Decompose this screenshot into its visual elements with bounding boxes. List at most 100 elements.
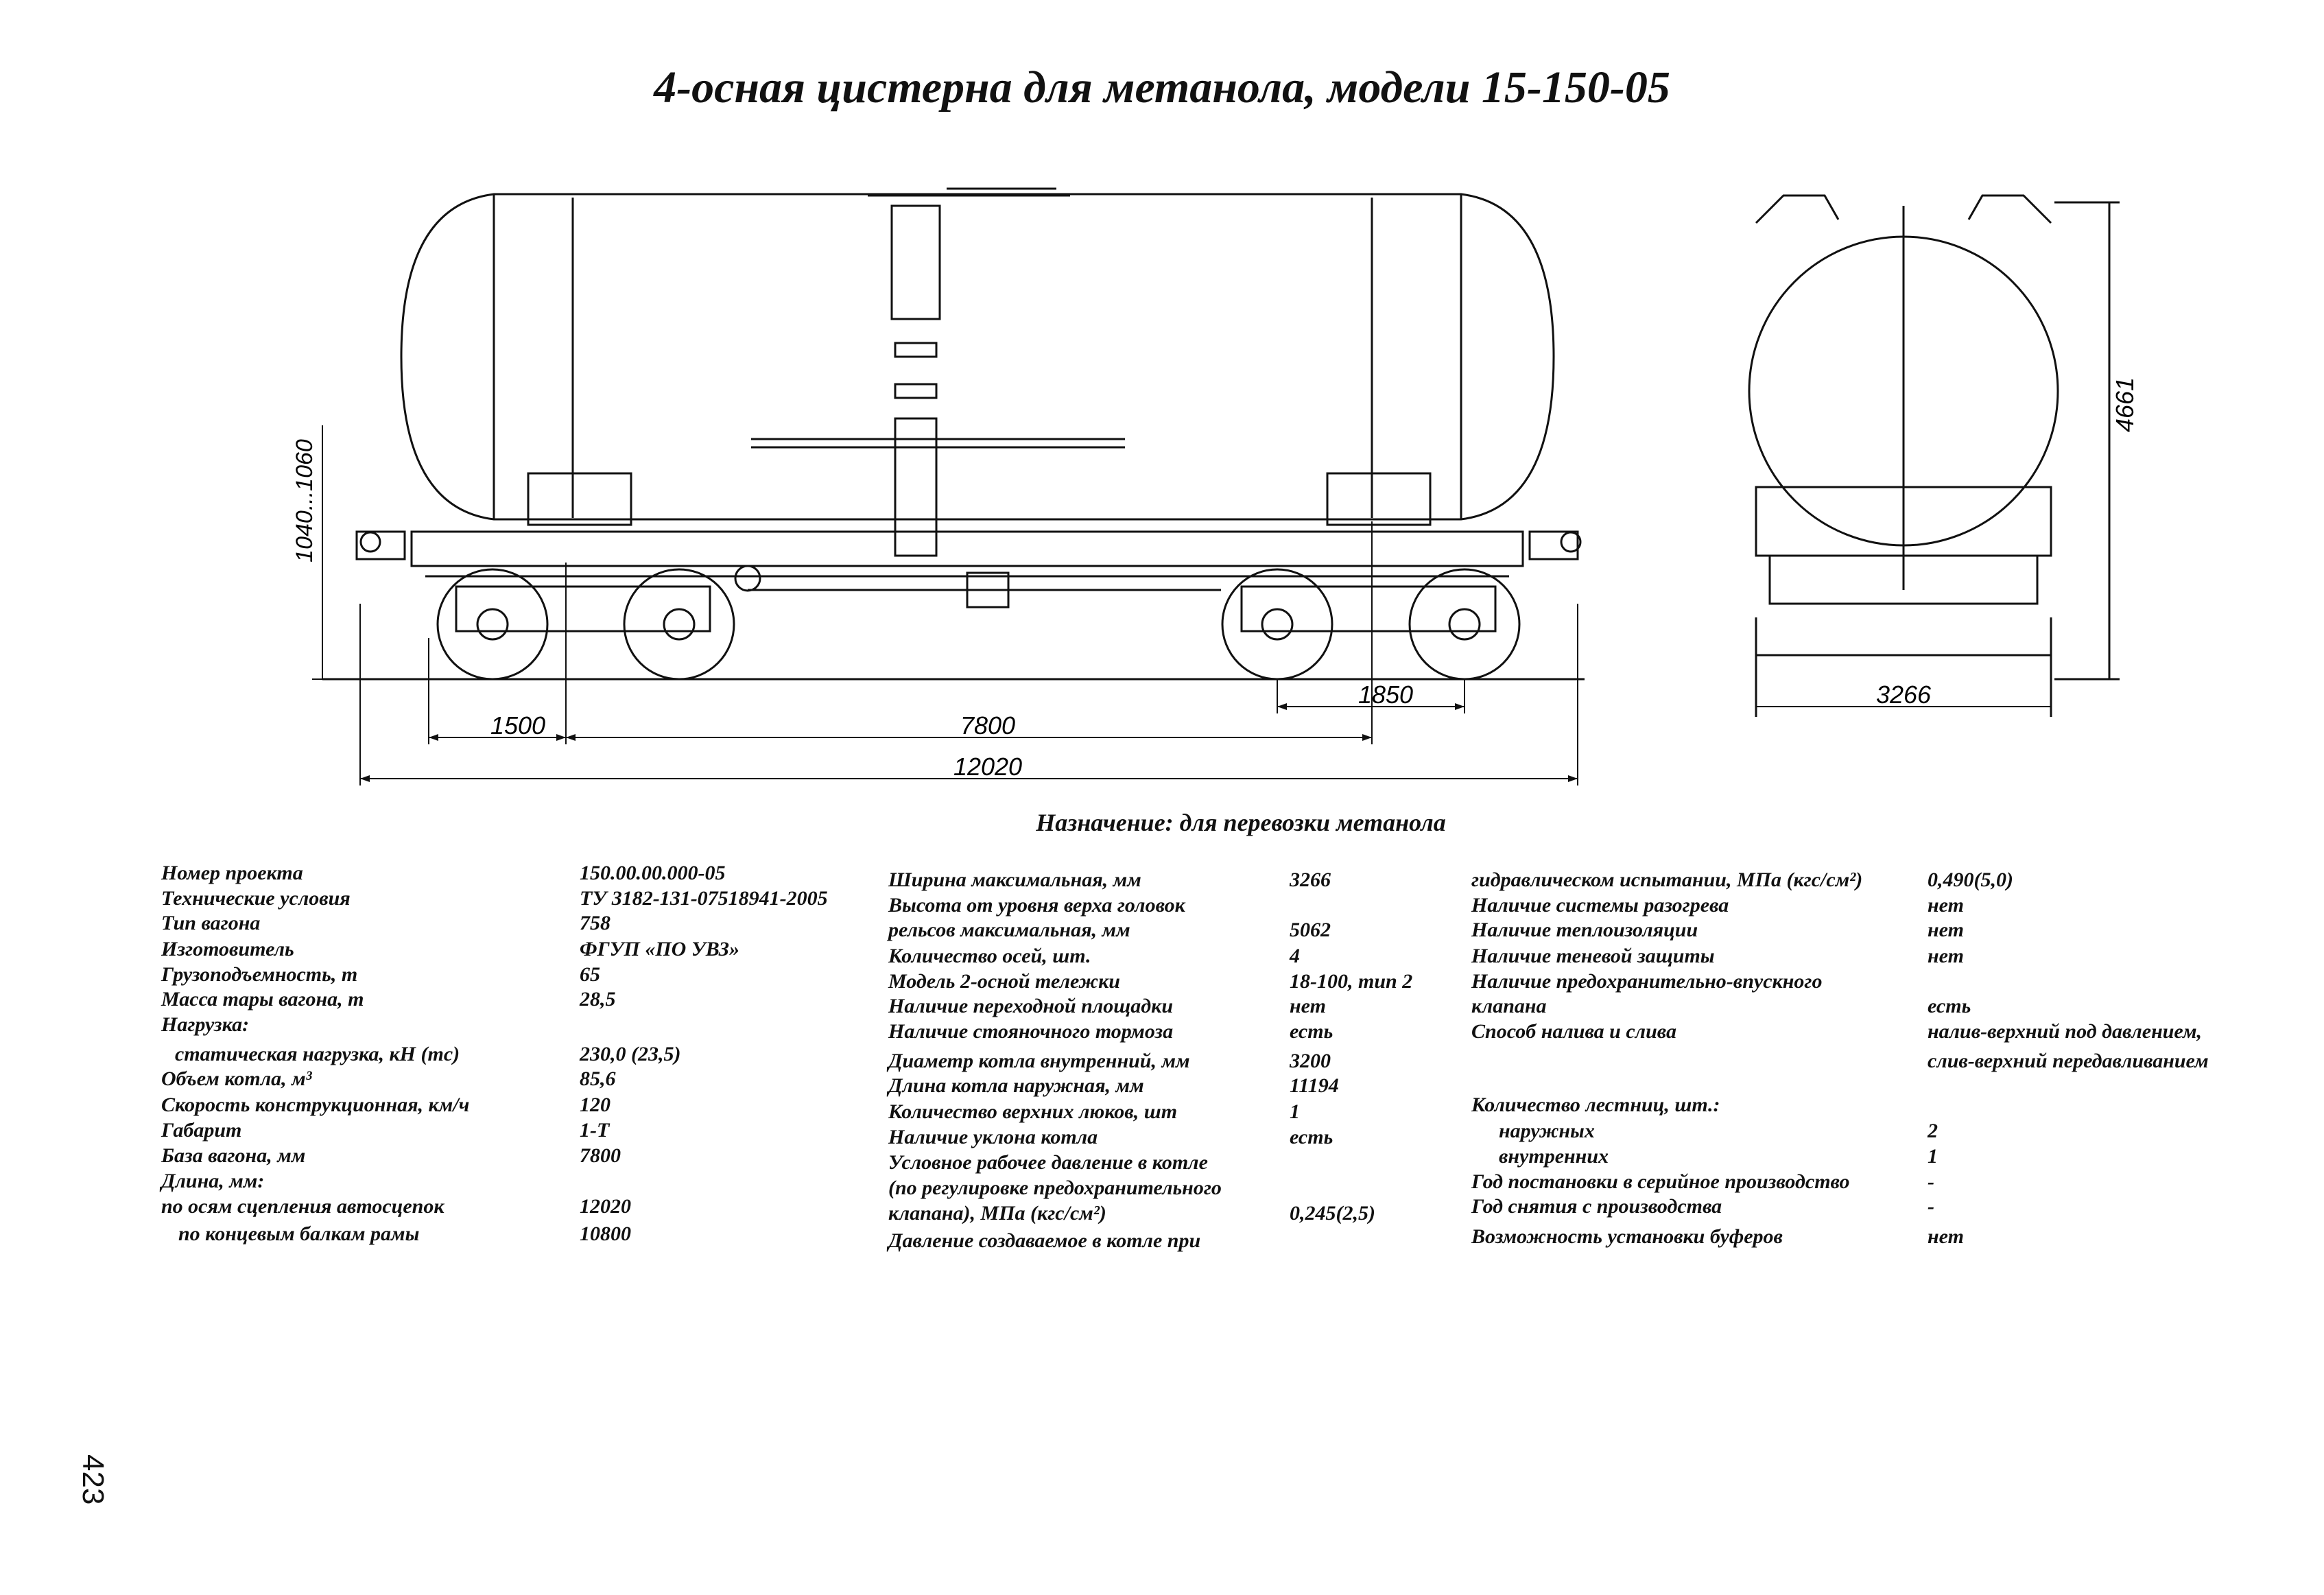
spec-value: 10800 (580, 1222, 631, 1245)
spec-label: Объем котла, м³ (161, 1067, 312, 1090)
spec-label: рельсов максимальная, мм (888, 919, 1130, 941)
tank-body (400, 193, 1555, 521)
spec-label: База вагона, мм (161, 1144, 306, 1167)
spec-label: Способ налива и слива (1471, 1020, 1676, 1043)
spec-label: клапана), МПа (кгс/см²) (888, 1202, 1106, 1225)
spec-value: нет (1928, 945, 1964, 967)
spec-label: Изготовитель (161, 938, 294, 960)
dim-total-height: 4661 (2111, 377, 2139, 432)
spec-value: 150.00.00.000-05 (580, 862, 726, 884)
spec-label: Скорость конструкционная, км/ч (161, 1094, 470, 1116)
spec-value: есть (1290, 1020, 1333, 1043)
spec-label: Год постановки в серийное производство (1471, 1170, 1850, 1193)
spec-label: по осям сцепления автосцепок (161, 1195, 444, 1218)
spec-value: 85,6 (580, 1067, 616, 1090)
spec-label: Наличие стояночного тормоза (888, 1020, 1174, 1043)
spec-label: Условное рабочее давление в котле (888, 1151, 1208, 1174)
spec-value: нет (1928, 919, 1964, 941)
spec-label: Количество осей, шт. (888, 945, 1091, 967)
spec-label: Ширина максимальная, мм (888, 869, 1141, 891)
spec-value: слив-верхний передавливанием (1928, 1050, 2209, 1072)
tank-car-drawing: 1040...1060 1500 7800 1850 12020 4661 32… (292, 187, 2139, 785)
spec-value: 120 (580, 1094, 610, 1116)
spec-label: Масса тары вагона, т (161, 988, 364, 1011)
spec-value: 4 (1290, 945, 1300, 967)
spec-label: Наличие предохранительно-впускного (1471, 970, 1823, 993)
spec-value: 5062 (1290, 919, 1331, 941)
spec-label: Длина котла наружная, мм (888, 1074, 1144, 1097)
right-coupler (1528, 530, 1579, 560)
spec-value: 28,5 (580, 988, 616, 1011)
spec-label: Давление создаваемое в котле при (888, 1229, 1201, 1252)
left-coupler (355, 530, 406, 560)
purpose-heading: Назначение: для перевозки метанола (1036, 809, 1446, 836)
spec-value: 0,245(2,5) (1290, 1202, 1375, 1225)
spec-label: Габарит (161, 1119, 242, 1142)
spec-value: 3200 (1290, 1050, 1331, 1072)
right-saddle (1326, 472, 1432, 526)
spec-value: - (1928, 1195, 1934, 1218)
spec-value: есть (1290, 1126, 1333, 1148)
spec-value: 3266 (1290, 869, 1331, 891)
spec-value: - (1928, 1170, 1934, 1193)
dim-total-length: 12020 (953, 753, 1022, 781)
left-saddle (527, 472, 632, 526)
spec-value: 7800 (580, 1144, 621, 1167)
spec-label: Диаметр котла внутренний, мм (888, 1050, 1190, 1072)
spec-value: нет (1290, 995, 1326, 1017)
underframe (410, 530, 1524, 567)
dome (890, 204, 941, 320)
spec-value: есть (1928, 995, 1971, 1017)
spec-label: клапана (1471, 995, 1547, 1017)
spec-value: 1 (1928, 1145, 1938, 1168)
page-number: 423 (76, 1454, 110, 1505)
spec-label: Тип вагона (161, 912, 261, 934)
spec-label: Грузоподъемность, т (161, 963, 358, 986)
spec-value: 18-100, тип 2 (1290, 970, 1413, 993)
spec-value: 758 (580, 912, 610, 934)
spec-value: 11194 (1290, 1074, 1339, 1097)
spec-value: 0,490(5,0) (1928, 869, 2013, 891)
spec-value: ТУ 3182-131-07518941-2005 (580, 887, 828, 910)
spec-label: Наличие переходной площадки (888, 995, 1174, 1017)
spec-label: (по регулировке предохранительного (888, 1177, 1222, 1199)
spec-value: 1-Т (580, 1119, 610, 1142)
spec-label: Количество верхних люков, шт (888, 1100, 1178, 1123)
spec-label: Нагрузка: (161, 1013, 250, 1036)
spec-label: Модель 2-осной тележки (888, 970, 1120, 993)
spec-label: статическая нагрузка, кН (тс) (175, 1043, 460, 1065)
spec-value: налив-верхний под давлением, (1928, 1020, 2203, 1043)
spec-label: гидравлическом испытании, МПа (кгс/см²) (1471, 869, 1863, 891)
spec-value: 2 (1928, 1120, 1938, 1142)
spec-label: Год снятия с производства (1471, 1195, 1722, 1218)
right-bogie (1240, 585, 1497, 633)
spec-label: Высота от уровня верха головок (888, 894, 1185, 917)
spec-value: 12020 (580, 1195, 631, 1218)
spec-label: внутренних (1499, 1145, 1609, 1168)
spec-label: Номер проекта (161, 862, 303, 884)
spec-label: Длина, мм: (161, 1170, 265, 1192)
spec-value: ФГУП «ПО УВЗ» (580, 938, 739, 960)
spec-label: Технические условия (161, 887, 351, 910)
spec-value: 1 (1290, 1100, 1300, 1123)
dim-bogie-base: 1850 (1358, 681, 1413, 709)
spec-label: Количество лестниц, шт.: (1471, 1094, 1720, 1116)
spec-value: 65 (580, 963, 600, 986)
spec-label: Возможность установки буферов (1471, 1225, 1783, 1248)
spec-value: 230,0 (23,5) (580, 1043, 681, 1065)
dim-overhang: 1500 (490, 711, 545, 740)
spec-label: Наличие теневой защиты (1471, 945, 1715, 967)
left-bogie (455, 585, 711, 633)
spec-value: нет (1928, 1225, 1964, 1248)
dim-width: 3266 (1876, 681, 1932, 709)
dim-base: 7800 (960, 711, 1015, 740)
spec-label: Наличие теплоизоляции (1471, 919, 1698, 941)
spec-value: нет (1928, 894, 1964, 917)
spec-label: по концевым балкам рамы (178, 1222, 420, 1245)
spec-label: наружных (1499, 1120, 1595, 1142)
brake-cylinder (966, 571, 1010, 609)
dim-height-range: 1040...1060 (292, 439, 318, 563)
spec-label: Наличие уклона котла (888, 1126, 1098, 1148)
page-title: 4-осная цистерна для метанола, модели 15… (654, 62, 1670, 113)
spec-label: Наличие системы разогрева (1471, 894, 1729, 917)
